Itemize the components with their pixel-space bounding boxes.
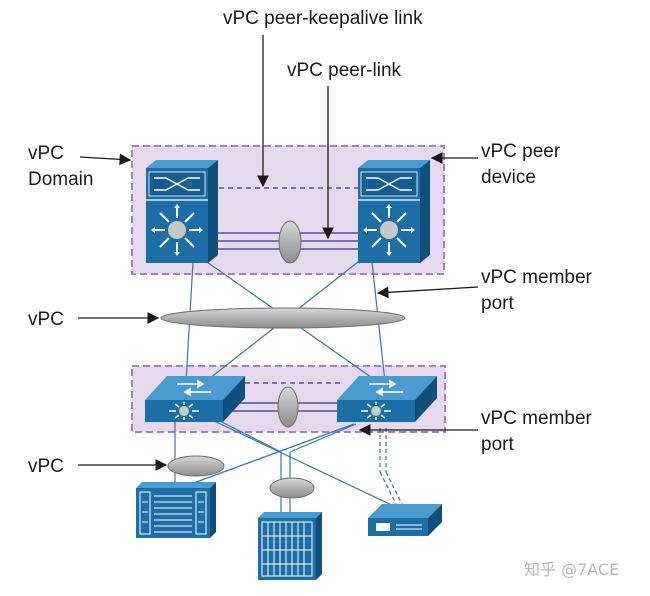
vpc-domain-label-line2: Domain [28, 169, 93, 190]
vpc-top-label: vPC [28, 309, 64, 330]
label-arrows [78, 35, 479, 471]
peer-link-bottom-ellipse [277, 386, 299, 428]
peer-device-label-line2: device [481, 167, 536, 188]
access-switch-icon [337, 376, 437, 422]
server-rack-icon [258, 512, 322, 580]
appliance-icon [368, 504, 442, 536]
keepalive-link-label: vPC peer-keepalive link [223, 8, 423, 29]
access-switch-icon [145, 376, 245, 422]
peer-device-label-line1: vPC peer [481, 141, 561, 162]
peer-link-label: vPC peer-link [287, 60, 402, 81]
watermark: 知乎 @7ACE [524, 560, 619, 579]
core-switch-icon [146, 160, 218, 263]
vpc-ellipse-top [160, 307, 406, 329]
core-switch-icon [358, 160, 430, 263]
blade-server-icon [136, 482, 216, 538]
vpc-ellipse-middle [269, 477, 315, 499]
vpc-domain-label-line1: vPC [28, 143, 64, 164]
member-port-bottom-label-line1: vPC member [481, 408, 593, 429]
downlink-dashed-lines [379, 428, 405, 509]
vpc-bottom-label: vPC [28, 456, 64, 477]
member-port-top-label-line2: port [481, 293, 514, 314]
peer-link-top-ellipse [278, 220, 302, 264]
member-port-bottom-label-line2: port [481, 434, 514, 455]
member-port-top-label-line1: vPC member [481, 267, 593, 288]
vpc-ellipse-bottom [167, 455, 225, 477]
